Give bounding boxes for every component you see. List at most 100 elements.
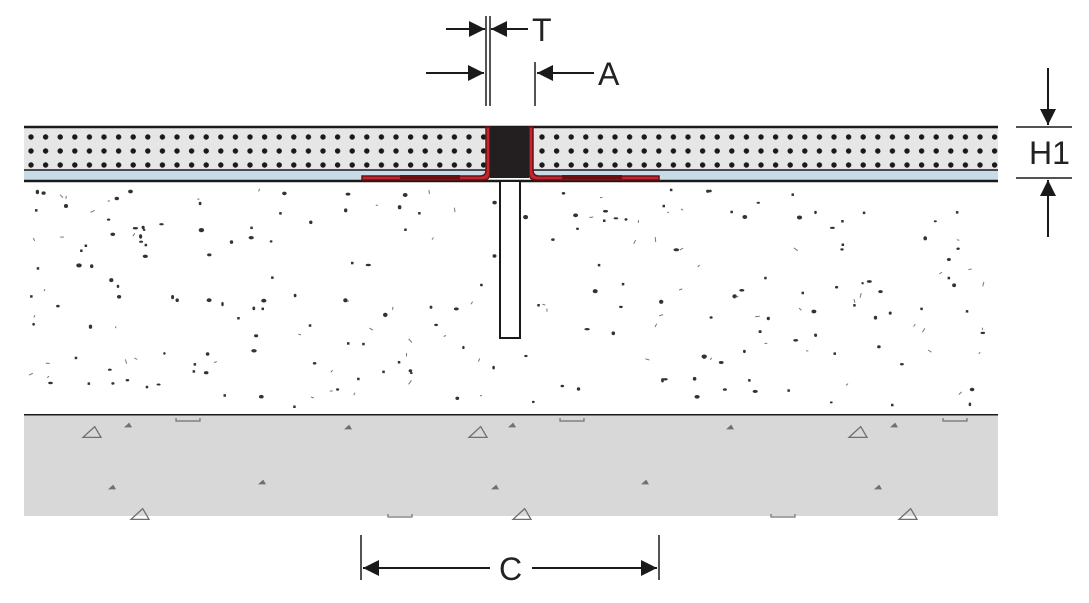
concrete-speck <box>669 188 673 192</box>
concrete-speck <box>223 394 226 397</box>
concrete-speck <box>87 382 91 385</box>
concrete-speck <box>573 213 579 218</box>
substrate-aggregate <box>108 484 116 490</box>
substrate-aggregate <box>890 422 898 428</box>
concrete-speck <box>561 192 566 195</box>
concrete-speck <box>965 310 969 313</box>
dimension-T: T <box>446 12 552 106</box>
concrete-speck <box>798 307 802 311</box>
concrete-speck <box>927 349 932 353</box>
concrete-speck <box>755 315 760 318</box>
concrete-speck <box>662 204 665 208</box>
substrate-aggregate <box>847 425 869 439</box>
concrete-speck <box>221 301 224 307</box>
concrete-speck <box>32 237 36 242</box>
substrate-aggregate <box>175 418 201 422</box>
concrete-speck <box>787 389 790 392</box>
substrate-aggregate <box>726 424 734 430</box>
membrane-right <box>533 170 998 181</box>
concrete-speck <box>878 290 883 294</box>
concrete-speck <box>589 216 594 218</box>
concrete-speck <box>793 247 798 252</box>
concrete-speck <box>205 352 210 356</box>
concrete-speck <box>80 249 83 252</box>
concrete-speck <box>853 298 856 303</box>
concrete-speck <box>139 240 144 243</box>
substrate-aggregate <box>467 425 489 439</box>
concrete-speck <box>694 395 700 399</box>
concrete-speck <box>369 327 374 331</box>
concrete-speck <box>111 382 115 385</box>
concrete-speck <box>840 248 844 251</box>
concrete-speck <box>645 358 650 361</box>
concrete-speck <box>90 264 94 269</box>
concrete-speck <box>853 304 856 307</box>
concrete-speck <box>213 361 217 364</box>
concrete-speck <box>722 388 727 391</box>
concrete-speck <box>107 368 112 371</box>
concrete-speck <box>492 365 495 370</box>
concrete-speck <box>621 282 625 286</box>
concrete-speck <box>74 356 78 360</box>
concrete-speck <box>48 381 53 385</box>
concrete-speck <box>603 209 608 213</box>
substrate-aggregate <box>387 514 413 518</box>
concrete-speck <box>679 247 684 251</box>
substrate-slab <box>24 414 998 516</box>
tile-right-dots <box>533 127 998 170</box>
concrete-speck <box>551 238 555 241</box>
concrete-speck <box>397 361 401 364</box>
concrete-speck <box>310 396 314 399</box>
concrete-speck <box>613 217 619 220</box>
concrete-speck <box>835 285 839 289</box>
concrete-speck <box>900 363 904 366</box>
concrete-speck <box>829 401 833 404</box>
joint-profile-flanges <box>361 126 660 181</box>
concrete-speck <box>56 304 60 308</box>
concrete-speck <box>982 281 985 287</box>
concrete-speck <box>584 328 590 331</box>
substrate-aggregate <box>81 425 103 439</box>
concrete-speck <box>592 289 598 294</box>
concrete-speck <box>946 258 951 261</box>
concrete-speck <box>429 305 433 309</box>
concrete-speck <box>718 361 724 364</box>
concrete-speck <box>175 298 179 303</box>
concrete-speck <box>351 261 354 265</box>
joint-gap-slot <box>499 180 521 339</box>
membrane-left <box>24 170 486 181</box>
concrete-speck <box>41 191 46 195</box>
concrete-speck <box>258 394 264 399</box>
substrate-layer <box>24 412 998 521</box>
concrete-speck <box>198 228 205 233</box>
concrete-speck <box>142 254 148 258</box>
concrete-speck <box>269 240 273 243</box>
concrete-speck <box>35 189 40 195</box>
concrete-speck <box>141 225 145 230</box>
concrete-speck <box>742 215 748 219</box>
concrete-speck <box>955 211 959 214</box>
concrete-speck <box>873 315 878 320</box>
concrete-speck <box>524 354 528 358</box>
concrete-speck <box>480 283 483 287</box>
concrete-speck <box>956 247 960 250</box>
concrete-speck <box>706 189 710 193</box>
concrete-speck <box>597 263 601 267</box>
concrete-speck <box>128 189 133 194</box>
concrete-speck <box>624 218 628 221</box>
concrete-speck <box>254 334 259 338</box>
concrete-speck <box>866 280 872 283</box>
concrete-specks <box>28 188 986 408</box>
concrete-speck <box>198 201 202 206</box>
concrete-speck <box>661 378 664 383</box>
concrete-speck <box>134 357 138 360</box>
concrete-speck <box>796 215 803 220</box>
substrate-aggregate <box>874 484 882 490</box>
concrete-speck <box>814 333 818 337</box>
left-flange-anchor <box>400 175 460 179</box>
concrete-speck <box>730 210 733 214</box>
concrete-speck <box>443 335 447 337</box>
concrete-speck <box>293 405 296 408</box>
concrete-speck <box>382 370 385 374</box>
substrate-aggregate <box>129 507 151 521</box>
